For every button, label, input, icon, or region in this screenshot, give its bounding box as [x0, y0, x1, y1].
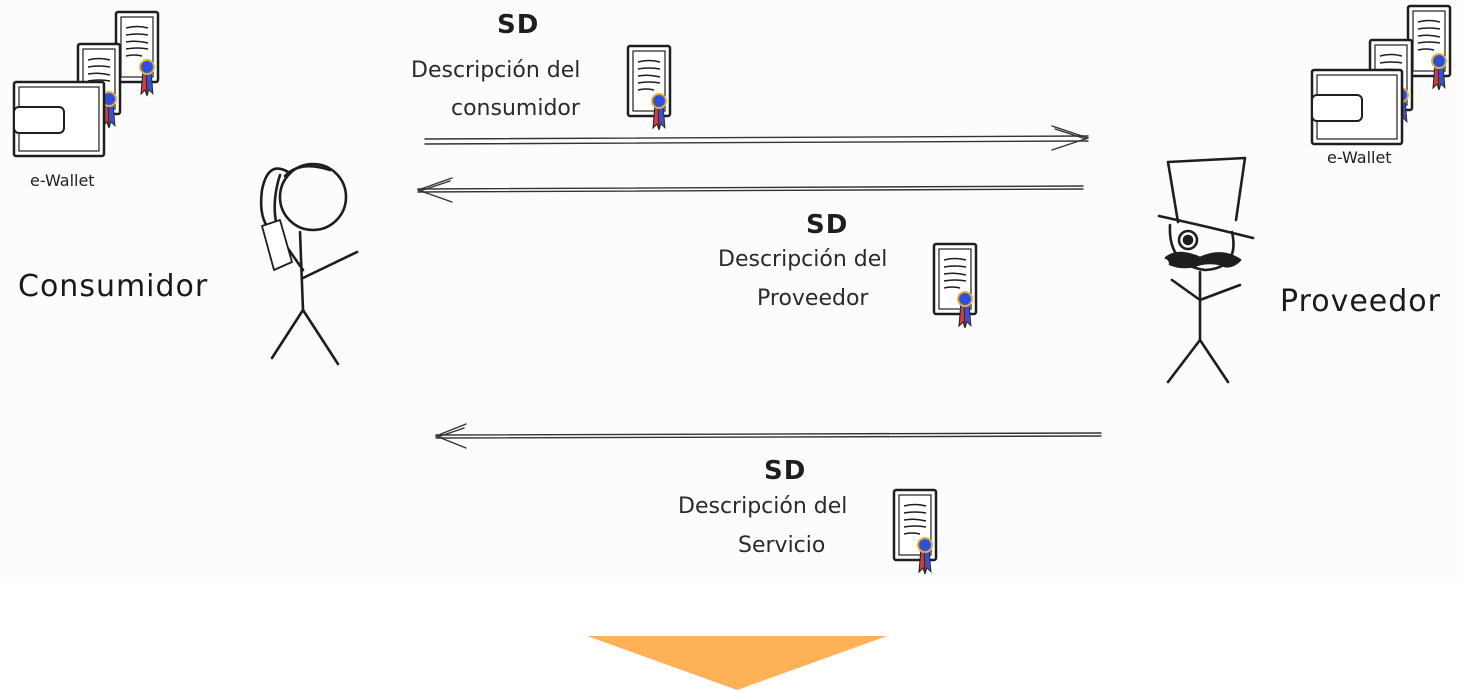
provider-wallet-label: e-Wallet	[1327, 148, 1392, 167]
arrow-service-to-consumer	[435, 423, 1102, 449]
message-1-title: SD	[497, 10, 540, 40]
diagram-panel	[0, 0, 1463, 578]
message-2-line2: Proveedor	[757, 286, 869, 311]
message-2-line1: Descripción del	[718, 247, 888, 272]
consumer-label: Consumidor	[18, 269, 209, 304]
provider-label: Proveedor	[1280, 284, 1441, 319]
message-3-line2: Servicio	[738, 533, 826, 558]
consumer-wallet-icon	[12, 10, 160, 158]
consumer-sd-certificate-icon	[626, 44, 672, 132]
arrow-provider-to-consumer	[417, 177, 1084, 203]
message-1-line1: Descripción del	[411, 58, 581, 83]
message-2-title: SD	[806, 210, 849, 240]
message-3-line1: Descripción del	[678, 494, 848, 519]
provider-figure-icon	[1157, 156, 1255, 384]
arrow-consumer-to-provider	[424, 125, 1089, 151]
message-1-line2: consumidor	[451, 96, 580, 121]
down-arrow-icon	[587, 636, 887, 690]
consumer-figure-icon	[259, 162, 359, 366]
provider-wallet-icon	[1310, 4, 1452, 146]
provider-sd-certificate-icon	[932, 242, 978, 330]
consumer-wallet-label: e-Wallet	[30, 171, 95, 190]
message-3-title: SD	[764, 456, 807, 486]
service-sd-certificate-icon	[892, 488, 938, 576]
